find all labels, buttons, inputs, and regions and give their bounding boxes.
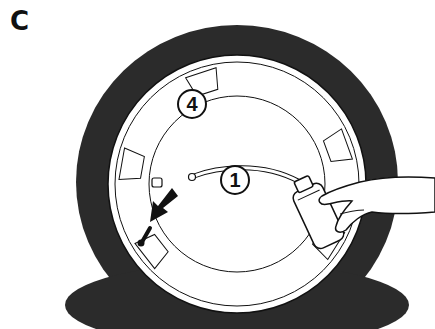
bottle-neck: [294, 175, 314, 193]
valve-stem: [142, 228, 150, 242]
rim-opening: [119, 148, 145, 183]
finger-line: [340, 210, 364, 214]
rim: [108, 55, 366, 313]
callout-circle: 4: [177, 89, 207, 119]
callout-circle: 1: [220, 165, 250, 195]
tube-nozzle: [189, 174, 196, 181]
rim-openings: [119, 68, 352, 269]
bottle: [287, 172, 346, 251]
valve-base: [138, 240, 145, 247]
bottle-line: [298, 190, 320, 200]
hub-line: [149, 96, 325, 272]
figure-letter: C: [10, 8, 29, 34]
callout-number: 4: [186, 94, 197, 114]
rim-opening: [322, 129, 353, 166]
hand: [319, 177, 435, 232]
arrow: [150, 188, 178, 222]
rim-edge: [115, 62, 359, 306]
callout-number: 1: [229, 170, 240, 190]
valve-cap: [152, 178, 162, 187]
rim-opening: [135, 230, 171, 268]
